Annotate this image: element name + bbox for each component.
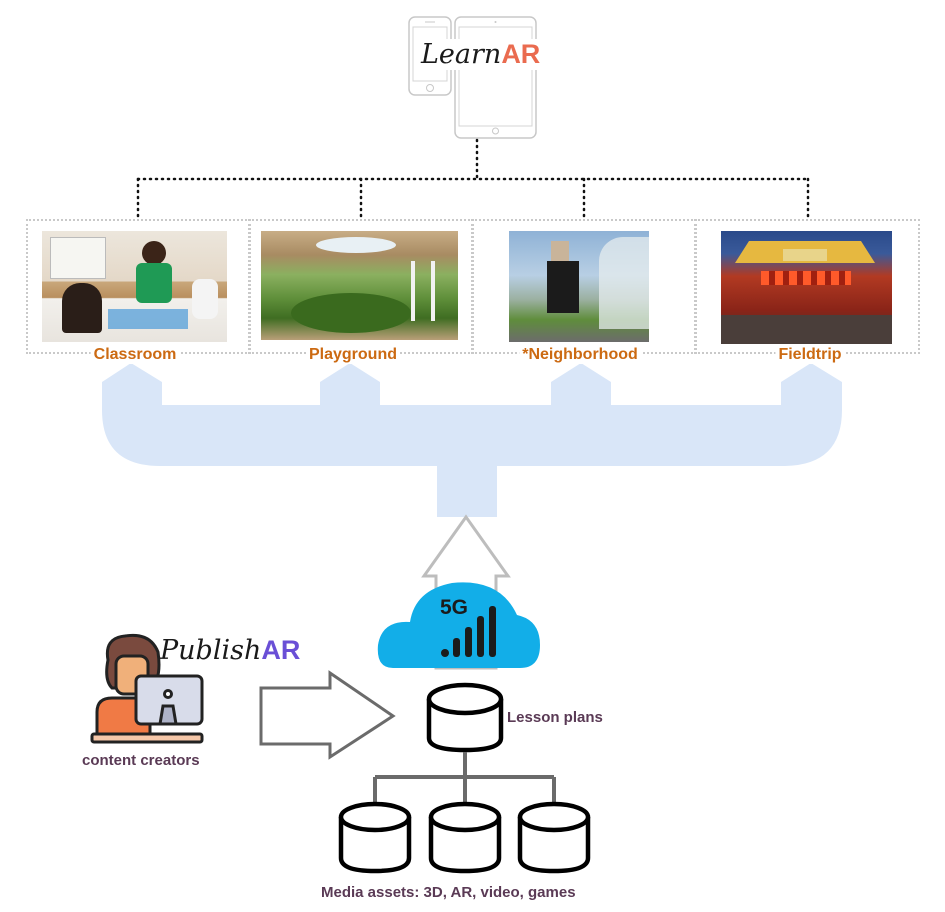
classroom-photo bbox=[42, 231, 227, 342]
media-assets-label: Media assets: 3D, AR, video, games bbox=[321, 884, 576, 901]
media-database-icon-3 bbox=[517, 801, 591, 874]
cloud-5g-label: 5G bbox=[440, 596, 469, 619]
tablet-icon bbox=[454, 16, 537, 139]
learnar-logo-script: Learn bbox=[421, 39, 502, 70]
location-label-neighborhood: *Neighborhood bbox=[519, 346, 641, 364]
media-database-icon-1 bbox=[338, 801, 412, 874]
lesson-plans-label: Lesson plans bbox=[507, 709, 603, 726]
publishar-logo-accent: AR bbox=[261, 635, 301, 665]
learnar-logo-accent: AR bbox=[501, 39, 541, 69]
publishar-logo: PublishAR bbox=[160, 635, 300, 666]
media-database-icon-2 bbox=[428, 801, 502, 874]
device-connector-lines bbox=[136, 138, 810, 221]
publish-arrow bbox=[259, 670, 396, 760]
neighborhood-photo bbox=[509, 231, 649, 342]
signal-bars-icon bbox=[441, 606, 496, 657]
location-label-fieldtrip: Fieldtrip bbox=[775, 346, 845, 364]
lesson-plans-database-icon bbox=[426, 682, 504, 753]
location-label-playground: Playground bbox=[305, 346, 401, 364]
playground-photo bbox=[261, 231, 458, 340]
location-label-classroom: Classroom bbox=[90, 346, 180, 364]
content-creator-icon bbox=[90, 633, 204, 744]
cloud-icon bbox=[377, 582, 540, 668]
content-creators-label: content creators bbox=[82, 752, 200, 769]
media-tree-lines bbox=[373, 752, 556, 805]
learnar-logo: LearnAR bbox=[419, 39, 543, 70]
distribution-arrow bbox=[102, 363, 842, 517]
publishar-logo-script: Publish bbox=[160, 635, 262, 666]
fieldtrip-photo bbox=[721, 231, 892, 344]
